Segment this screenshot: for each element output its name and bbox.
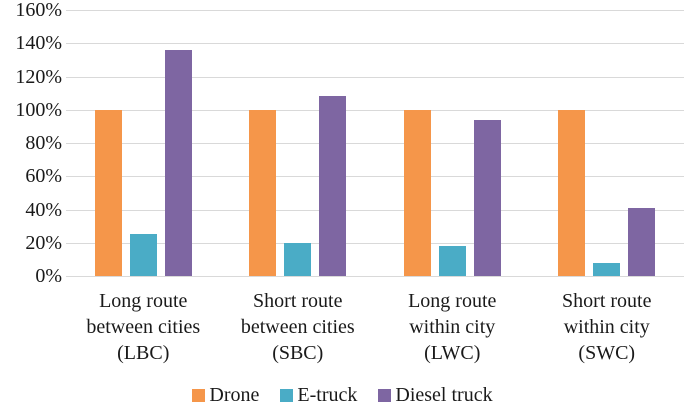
legend-label: Drone — [209, 384, 260, 406]
legend-swatch-icon — [280, 388, 294, 402]
bar-drone-3 — [558, 109, 586, 276]
gridline — [66, 242, 684, 244]
gridline — [66, 109, 684, 111]
bar-diesel-truck-2 — [473, 119, 501, 276]
x-category-label-line: (LBC) — [117, 342, 170, 364]
x-category-label-line: Short route — [253, 290, 343, 312]
legend-item-diesel-truck: Diesel truck — [378, 384, 493, 406]
x-category-label-line: within city — [409, 316, 496, 338]
x-category-label-line: Short route — [562, 290, 652, 312]
bar-drone-2 — [403, 109, 431, 276]
y-tick-label: 20% — [25, 231, 62, 254]
bar-diesel-truck-0 — [164, 49, 192, 276]
x-category-label-line: between cities — [240, 316, 355, 338]
x-category-label-line: (SBC) — [272, 342, 324, 364]
x-category-label: Long route within city (LWC) — [375, 288, 530, 366]
x-category-label-line: (SWC) — [578, 342, 636, 364]
bar-drone-0 — [94, 109, 122, 276]
legend-swatch-icon — [378, 388, 392, 402]
x-category-label-line: within city — [563, 316, 650, 338]
legend-item-e-truck: E-truck — [280, 385, 357, 405]
y-tick-label: 40% — [25, 198, 62, 221]
gridline — [66, 276, 684, 277]
legend-label: E-truck — [297, 384, 358, 406]
x-category-label: Short route within city (SWC) — [530, 288, 685, 366]
plot-area: 0% 20% 40% 60% 80% 100% 120% 140% 160% — [15, 0, 684, 286]
x-category-label-line: between cities — [86, 316, 201, 338]
gridline — [66, 10, 684, 11]
x-category-label-line: (LWC) — [424, 342, 481, 364]
gridline — [66, 143, 684, 144]
bar-diesel-truck-3 — [628, 207, 656, 276]
y-tick-label: 140% — [15, 32, 62, 55]
x-category-label-line: Long route — [408, 290, 497, 312]
gridline — [66, 43, 684, 45]
bar-diesel-truck-1 — [319, 96, 347, 276]
y-tick-label: 0% — [35, 265, 62, 287]
bar-e-truck-2 — [438, 246, 466, 276]
bar-e-truck-3 — [593, 262, 621, 276]
bar-drone-1 — [249, 109, 277, 276]
y-tick-label: 160% — [15, 0, 62, 21]
x-category-label: Long route between cities (LBC) — [66, 288, 221, 366]
x-category-label-line: Long route — [99, 290, 188, 312]
y-tick-label: 100% — [15, 98, 62, 121]
legend-label: Diesel truck — [395, 384, 493, 406]
legend-item-drone: Drone — [192, 385, 259, 405]
y-tick-label: 120% — [15, 65, 62, 88]
legend-swatch-icon — [192, 388, 206, 402]
gridline — [66, 209, 684, 211]
gridline — [66, 76, 684, 78]
gridline — [66, 176, 684, 178]
legend: Drone E-truck Diesel truck — [0, 385, 685, 405]
bar-e-truck-1 — [284, 242, 312, 276]
y-tick-label: 80% — [25, 132, 62, 154]
x-category-label: Short route between cities (SBC) — [221, 288, 376, 366]
y-tick-label: 60% — [25, 165, 62, 188]
bar-e-truck-0 — [129, 234, 157, 276]
